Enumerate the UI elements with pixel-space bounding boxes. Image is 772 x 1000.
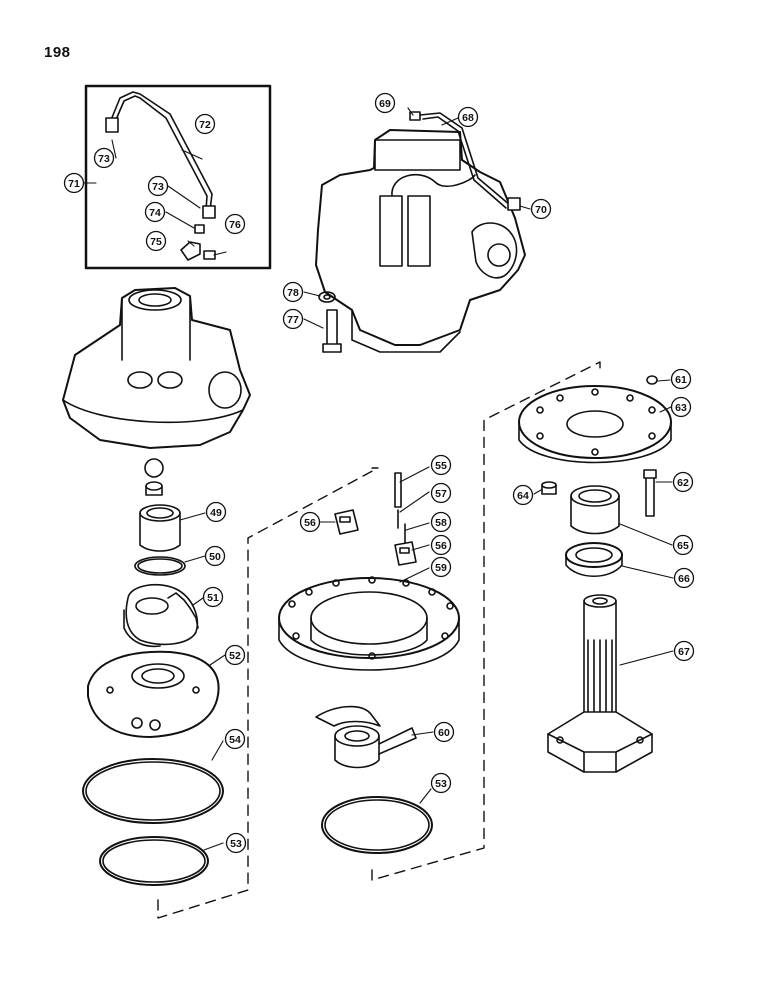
bushing-49-part xyxy=(139,504,181,552)
callout-54: 54 xyxy=(224,728,246,750)
callout-76: 76 xyxy=(224,213,246,235)
pin-55-part xyxy=(394,472,402,508)
callout-57: 57 xyxy=(430,482,452,504)
svg-text:52: 52 xyxy=(229,650,241,662)
svg-text:56: 56 xyxy=(435,540,447,552)
callout-68: 68 xyxy=(457,106,479,128)
callout-66: 66 xyxy=(673,567,695,589)
alignment-dashed-lines xyxy=(157,361,601,919)
svg-text:53: 53 xyxy=(435,778,447,790)
callout-71: 71 xyxy=(63,172,85,194)
svg-text:49: 49 xyxy=(210,507,222,519)
bolt-77-part xyxy=(322,309,342,353)
svg-text:63: 63 xyxy=(675,402,687,414)
svg-text:57: 57 xyxy=(435,488,447,500)
block-56-upper-part xyxy=(334,509,359,535)
o-ring-53-middle-part xyxy=(321,796,433,854)
svg-text:64: 64 xyxy=(517,490,529,502)
callout-73-lower: 73 xyxy=(147,175,169,197)
callout-65: 65 xyxy=(672,534,694,556)
callout-58: 58 xyxy=(430,511,452,533)
callout-70: 70 xyxy=(530,198,552,220)
callout-49: 49 xyxy=(205,501,227,523)
svg-text:78: 78 xyxy=(287,287,299,299)
callout-61: 61 xyxy=(670,368,692,390)
svg-text:75: 75 xyxy=(150,236,162,248)
callout-53-middle: 53 xyxy=(430,772,452,794)
plug-64-part xyxy=(541,481,557,495)
svg-text:62: 62 xyxy=(677,477,689,489)
o-ring-54-part xyxy=(82,758,224,824)
svg-text:60: 60 xyxy=(438,727,450,739)
leader-lines xyxy=(83,107,674,851)
callout-77: 77 xyxy=(282,308,304,330)
cup-part xyxy=(145,481,163,496)
housing-casting-part xyxy=(62,287,251,449)
svg-text:54: 54 xyxy=(229,734,241,746)
callout-63: 63 xyxy=(670,396,692,418)
callout-51: 51 xyxy=(202,586,224,608)
callout-56-lower: 56 xyxy=(430,534,452,556)
svg-text:67: 67 xyxy=(678,646,690,658)
inset-box xyxy=(84,84,272,270)
callout-73-upper: 73 xyxy=(93,147,115,169)
svg-text:66: 66 xyxy=(678,573,690,585)
svg-text:59: 59 xyxy=(435,562,447,574)
callout-69: 69 xyxy=(374,92,396,114)
splined-shaft-67-part xyxy=(547,594,653,773)
svg-text:74: 74 xyxy=(149,207,161,219)
svg-text:72: 72 xyxy=(199,119,211,131)
svg-text:70: 70 xyxy=(535,204,547,216)
callout-53-left: 53 xyxy=(225,832,247,854)
svg-text:76: 76 xyxy=(229,219,241,231)
flange-ring-59-part xyxy=(278,576,460,671)
seal-66-part xyxy=(565,542,623,577)
svg-text:73: 73 xyxy=(152,181,164,193)
svg-text:65: 65 xyxy=(677,540,689,552)
snap-ring-50-part xyxy=(134,556,186,576)
callout-64: 64 xyxy=(512,484,534,506)
svg-text:55: 55 xyxy=(435,460,447,472)
callout-60: 60 xyxy=(433,721,455,743)
callout-78: 78 xyxy=(282,281,304,303)
block-56-lower-part xyxy=(394,541,417,566)
svg-text:71: 71 xyxy=(68,178,80,190)
coupler-60-part xyxy=(315,705,417,769)
callout-55: 55 xyxy=(430,454,452,476)
o-ring-53-left-part xyxy=(99,836,209,886)
svg-text:56: 56 xyxy=(304,517,316,529)
svg-text:73: 73 xyxy=(98,153,110,165)
callout-72: 72 xyxy=(194,113,216,135)
ring-61-part xyxy=(646,375,658,385)
callout-52: 52 xyxy=(224,644,246,666)
svg-text:68: 68 xyxy=(462,112,474,124)
fuel-line-tube-part xyxy=(105,91,216,261)
callout-56-upper: 56 xyxy=(299,511,321,533)
callout-75: 75 xyxy=(145,230,167,252)
callout-59: 59 xyxy=(430,556,452,578)
page-number: 198 xyxy=(44,44,71,61)
callout-50: 50 xyxy=(204,545,226,567)
gear-51-part xyxy=(123,583,199,648)
bolt-62-part xyxy=(643,469,657,517)
callout-67: 67 xyxy=(673,640,695,662)
callout-74: 74 xyxy=(144,201,166,223)
drive-housing-assembly-part xyxy=(315,111,526,353)
ball-part xyxy=(144,458,164,478)
svg-text:53: 53 xyxy=(230,838,242,850)
callout-62: 62 xyxy=(672,471,694,493)
cap-flange-63-part xyxy=(518,385,672,464)
svg-text:77: 77 xyxy=(287,314,299,326)
svg-text:51: 51 xyxy=(207,592,219,604)
svg-text:69: 69 xyxy=(379,98,391,110)
bushing-65-part xyxy=(570,485,620,535)
svg-text:61: 61 xyxy=(675,374,687,386)
svg-text:58: 58 xyxy=(435,517,447,529)
cover-plate-52-part xyxy=(87,650,220,738)
svg-text:50: 50 xyxy=(209,551,221,563)
washer-78-part xyxy=(318,291,336,303)
